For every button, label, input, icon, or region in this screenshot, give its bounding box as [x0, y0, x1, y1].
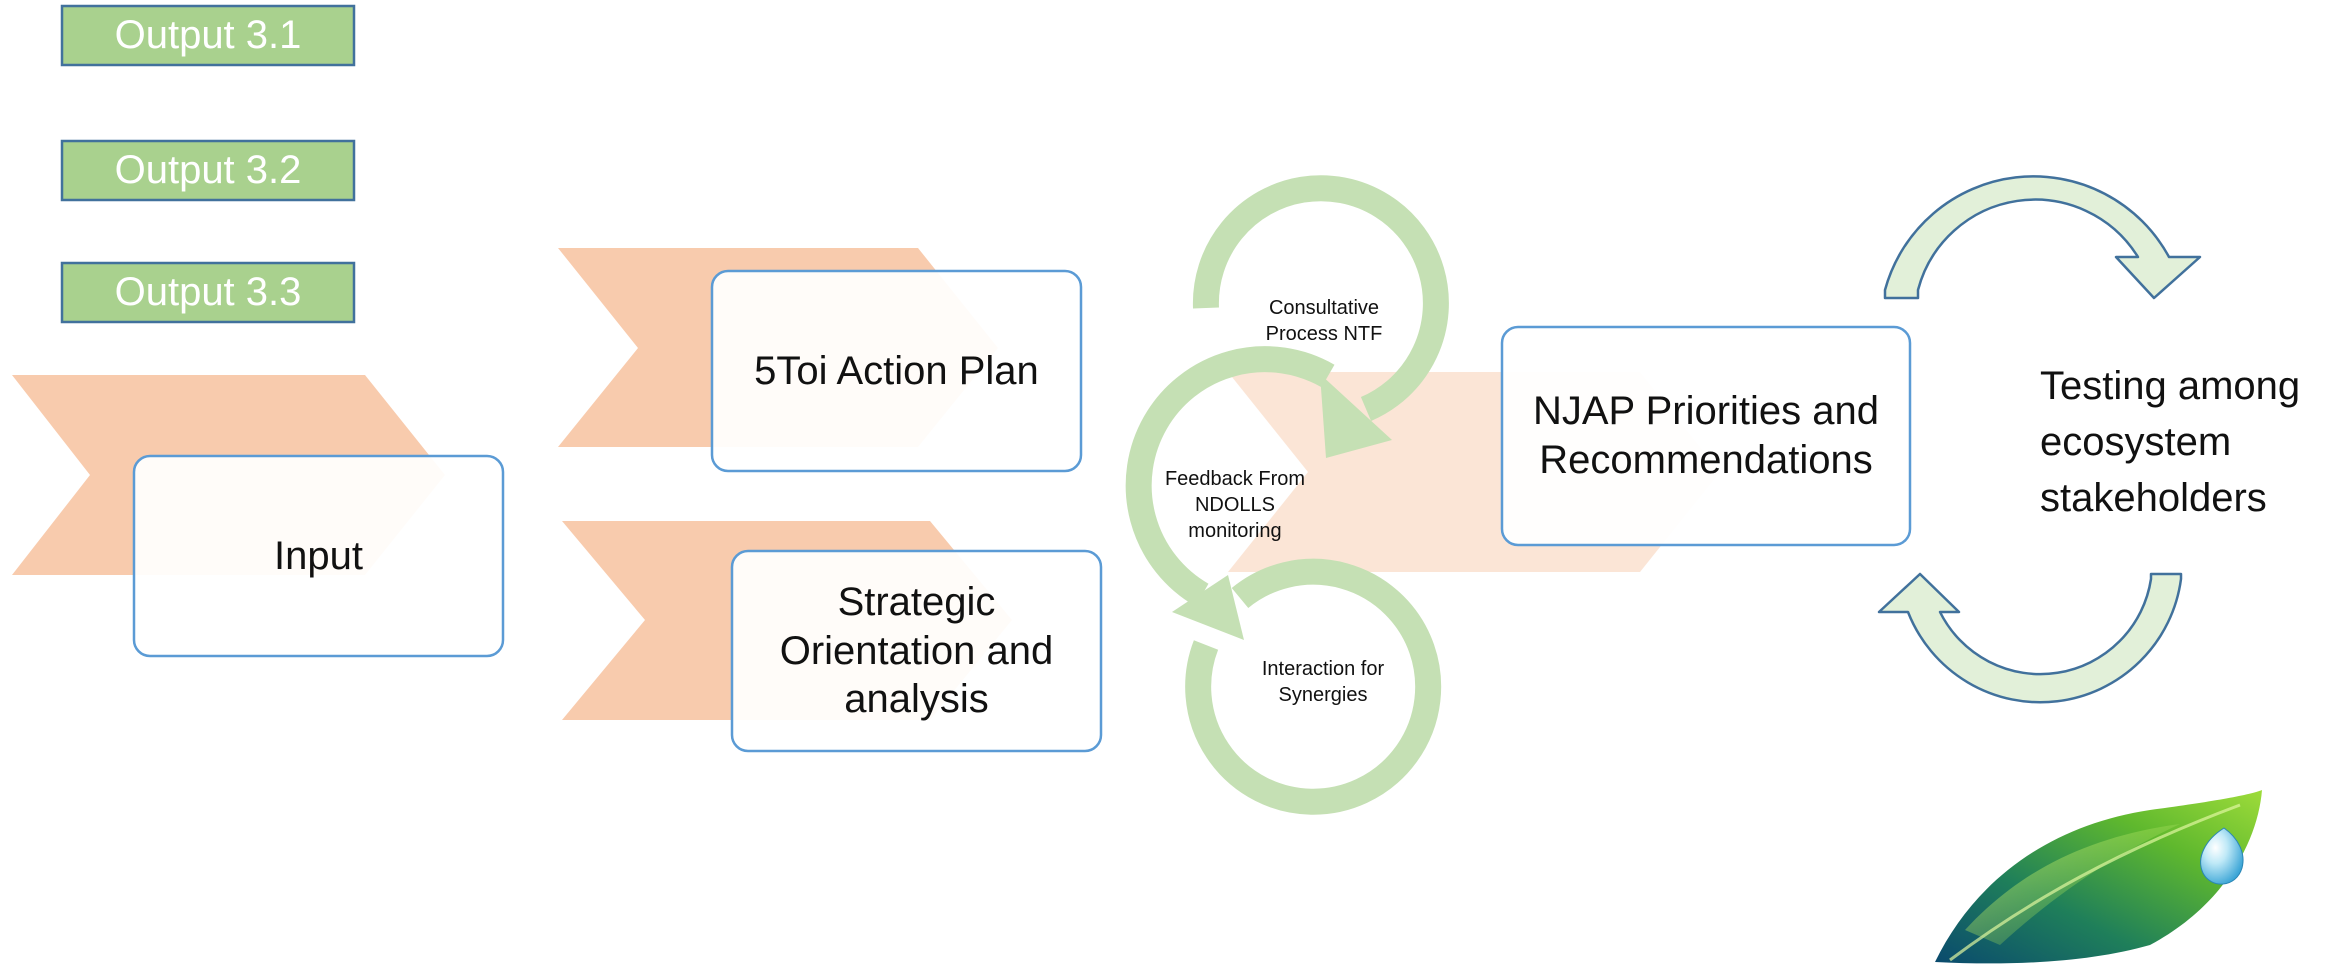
loop-arrow-bottom: [1877, 572, 2183, 704]
output-label-2: Output 3.2: [114, 148, 302, 192]
testing-label: Testing among ecosystem stakeholders: [2040, 364, 2301, 520]
loop-arrow-top: [1883, 175, 2202, 300]
feedback-cycle-arc: [1125, 346, 1335, 607]
strategic-label: Strategic Orientation and analysis: [779, 579, 1054, 722]
action-plan-label: 5Toi Action Plan: [754, 348, 1039, 393]
leaf-with-water-drop-icon: [1935, 790, 2262, 964]
interaction-cycle-arc: [1185, 558, 1442, 815]
input-box: [132, 454, 505, 658]
strategic-box: [730, 549, 1103, 753]
output-label-3: Output 3.3: [114, 270, 302, 314]
output-box-3: [60, 261, 356, 324]
action-plan-box: [710, 269, 1083, 473]
interaction-label: Interaction for Synergies: [1261, 658, 1385, 706]
output-box-1: [60, 4, 356, 67]
consultative-cycle-arc: [1192, 175, 1449, 421]
feedback-arrowhead: [1172, 575, 1244, 640]
output-box-2: [60, 139, 356, 202]
njap-box: [1500, 325, 1912, 547]
input-label: Input: [274, 533, 363, 578]
njap-label: NJAP Priorities and Recommendations: [1532, 389, 1880, 482]
consultative-label: Consultative Process NTF: [1265, 297, 1383, 345]
consultative-arrowhead: [1320, 374, 1392, 458]
output-label-1: Output 3.1: [114, 13, 302, 57]
feedback-label: Feedback From NDOLLS monitoring: [1164, 468, 1306, 542]
cycle-arcs: [1125, 175, 1449, 815]
